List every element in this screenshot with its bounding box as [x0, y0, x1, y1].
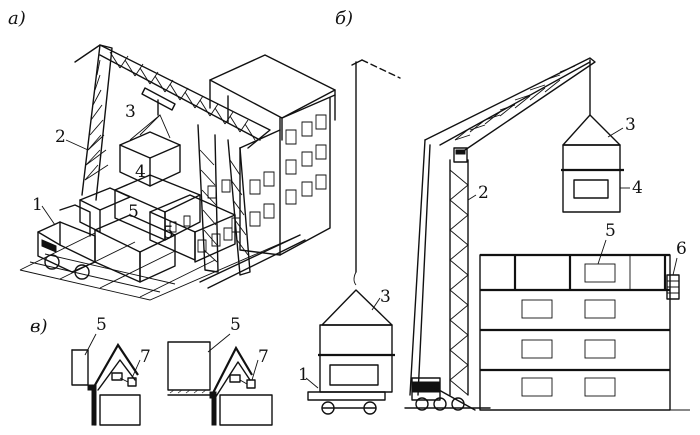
callout-b-3-right: 3	[625, 115, 636, 135]
callout-b-1: 1	[298, 365, 309, 385]
hanging-block	[119, 99, 181, 187]
tower-crane	[404, 57, 596, 411]
gantry-crane	[74, 44, 306, 289]
panel-labels: а) б) в)	[8, 8, 353, 337]
panel-label-b: б)	[335, 8, 353, 29]
callout-v-5-right: 5	[230, 315, 241, 335]
callout-b-3-left: 3	[380, 287, 391, 307]
callout-a-5-bottom: 5	[163, 223, 174, 243]
callout-b-4: 4	[632, 178, 643, 198]
callout-b-6: 6	[676, 239, 687, 259]
wall-blocks-stack	[79, 174, 236, 283]
callout-b-5: 5	[605, 221, 616, 241]
block-at-jib	[561, 114, 624, 213]
callout-v-5-left: 5	[96, 315, 107, 335]
panel-label-v: в)	[30, 316, 48, 337]
callout-v-7-left: 7	[140, 347, 151, 367]
callouts-panel-v: 5 5 7 7	[84, 315, 269, 381]
block-trolley	[307, 391, 386, 415]
truck	[37, 204, 96, 280]
back-building	[209, 54, 336, 256]
panel-a-gantry-crane-scene	[19, 44, 336, 301]
callouts-panel-a: 1 2 3 4 5 5	[32, 102, 174, 243]
building-facade	[479, 253, 690, 411]
panel-label-a: а)	[8, 8, 26, 29]
callouts-panel-b: 1 2 3 3 4 5 6	[298, 115, 687, 389]
callout-a-1: 1	[32, 195, 43, 215]
block-on-rope	[318, 289, 395, 393]
callout-a-3: 3	[125, 102, 136, 122]
callout-a-4: 4	[135, 162, 146, 182]
hoist-head	[351, 59, 363, 66]
callout-v-7-right: 7	[258, 347, 269, 367]
panel-b-tower-crane-scene	[307, 57, 690, 415]
joint-detail-right	[167, 341, 273, 426]
callout-b-2: 2	[478, 183, 489, 203]
panel-v-joint-details	[71, 341, 273, 426]
callout-a-2: 2	[55, 127, 66, 147]
callout-a-5-top: 5	[128, 202, 139, 222]
joint-detail-left	[71, 342, 141, 426]
